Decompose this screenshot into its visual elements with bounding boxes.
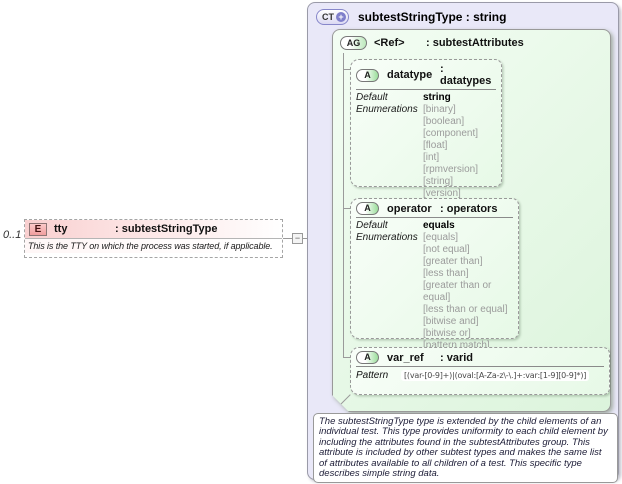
attribute-facets: Pattern [(var-[0-9]+)|(oval:[A-Za-z\-\.]… xyxy=(351,367,609,381)
complex-type-title: subtestStringType : string xyxy=(358,10,507,24)
tree-branch-line xyxy=(343,69,351,70)
element-header[interactable]: E tty : subtestStringType xyxy=(25,220,282,239)
attribute-type: : varid xyxy=(440,351,474,364)
cardinality-label: 0..1 xyxy=(3,229,22,241)
facet-labels: Default Enumerations xyxy=(356,220,423,352)
tree-trunk-line xyxy=(343,53,344,357)
element-type: : subtestStringType xyxy=(115,223,218,235)
element-node-tty[interactable]: E tty : subtestStringType This is the TT… xyxy=(24,219,283,258)
attribute-node-var-ref[interactable]: A var_ref : varid Pattern [(var-[0-9]+)|… xyxy=(350,347,610,395)
element-documentation: This is the TTY on which the process was… xyxy=(25,239,282,253)
attribute-type: : datatypes xyxy=(440,63,492,87)
attribute-group-name: <Ref> xyxy=(374,37,405,49)
element-badge-icon: E xyxy=(29,222,47,236)
complex-type-badge-label: CT xyxy=(322,12,334,22)
attribute-group-wrapper: AG <Ref> : subtestAttributes A datatype … xyxy=(332,29,611,412)
enum-value: [boolean] xyxy=(423,116,465,127)
enumerations-label: Enumerations xyxy=(356,232,418,243)
enum-value: [binary] xyxy=(423,104,456,115)
enum-value: [int] xyxy=(423,152,440,163)
attribute-group-box[interactable]: AG <Ref> : subtestAttributes A datatype … xyxy=(332,29,611,412)
pattern-value: [(var-[0-9]+)|(oval:[A-Za-z\-\.]+:var:[1… xyxy=(401,370,589,381)
attribute-name: operator xyxy=(387,202,432,215)
bevel-corner-line xyxy=(332,394,350,412)
enum-value: [string] xyxy=(423,176,454,187)
complex-type-header: CT + subtestStringType : string xyxy=(316,9,506,25)
facet-values: equals [equals] [not equal] [greater tha… xyxy=(423,220,513,352)
attribute-badge-icon: A xyxy=(356,69,379,82)
complex-type-node: CT + subtestStringType : string AG <Ref>… xyxy=(307,2,619,484)
attribute-type: : operators xyxy=(440,202,498,215)
divider xyxy=(356,366,604,367)
attribute-header: A datatype : datatypes xyxy=(351,60,501,88)
default-label: Default xyxy=(356,92,388,103)
connector-line xyxy=(283,238,292,239)
enum-value: [rpmversion] xyxy=(423,164,479,175)
enum-value: [less than or equal] xyxy=(423,304,508,315)
pattern-label: Pattern xyxy=(356,370,389,381)
enum-value: [component] xyxy=(423,128,479,139)
attribute-group-header: AG <Ref> : subtestAttributes xyxy=(333,30,610,50)
enum-value: [bitwise or] xyxy=(423,328,471,339)
attribute-name: var_ref xyxy=(387,351,424,364)
divider xyxy=(356,89,496,90)
enum-value: [version] xyxy=(423,188,461,199)
attribute-badge-icon: A xyxy=(356,202,379,215)
expand-plus-icon: + xyxy=(336,12,346,22)
element-name: tty xyxy=(54,223,68,235)
facet-labels: Default Enumerations xyxy=(356,92,423,200)
default-value: string xyxy=(423,92,451,103)
complex-type-badge[interactable]: CT + xyxy=(316,9,349,25)
enum-value: [float] xyxy=(423,140,448,151)
enum-value: [equals] xyxy=(423,232,459,243)
attribute-node-operator[interactable]: A operator : operators Default Enumerati… xyxy=(350,198,519,339)
enum-value: [bitwise and] xyxy=(423,316,479,327)
attribute-facets: Default Enumerations equals [equals] [no… xyxy=(351,218,518,354)
enum-value: [not equal] xyxy=(423,244,470,255)
attribute-name: datatype xyxy=(387,69,433,81)
tree-branch-line xyxy=(343,208,351,209)
complex-type-documentation: The subtestStringType type is extended b… xyxy=(313,413,618,484)
divider xyxy=(356,217,513,218)
attribute-group-badge[interactable]: AG xyxy=(340,36,367,50)
tree-branch-line xyxy=(343,357,351,358)
attribute-header: A var_ref : varid xyxy=(351,348,609,365)
attribute-header: A operator : operators xyxy=(351,199,518,216)
enum-value: [less than] xyxy=(423,268,469,279)
attribute-badge-icon: A xyxy=(356,351,379,364)
default-label: Default xyxy=(356,220,388,231)
enum-value: [pattern match] xyxy=(423,340,490,351)
facet-values: string [binary] [boolean] [component] [f… xyxy=(423,92,478,200)
collapse-toggle[interactable]: − xyxy=(292,233,303,244)
enumerations-label: Enumerations xyxy=(356,104,418,115)
attribute-node-datatype[interactable]: A datatype : datatypes Default Enumerati… xyxy=(350,59,502,187)
default-value: equals xyxy=(423,220,455,231)
enum-value: [greater than or equal] xyxy=(423,280,492,303)
enum-value: [greater than] xyxy=(423,256,483,267)
attribute-facets: Default Enumerations string [binary] [bo… xyxy=(351,90,501,202)
attribute-group-type: : subtestAttributes xyxy=(426,37,524,49)
connector-line xyxy=(303,238,308,239)
